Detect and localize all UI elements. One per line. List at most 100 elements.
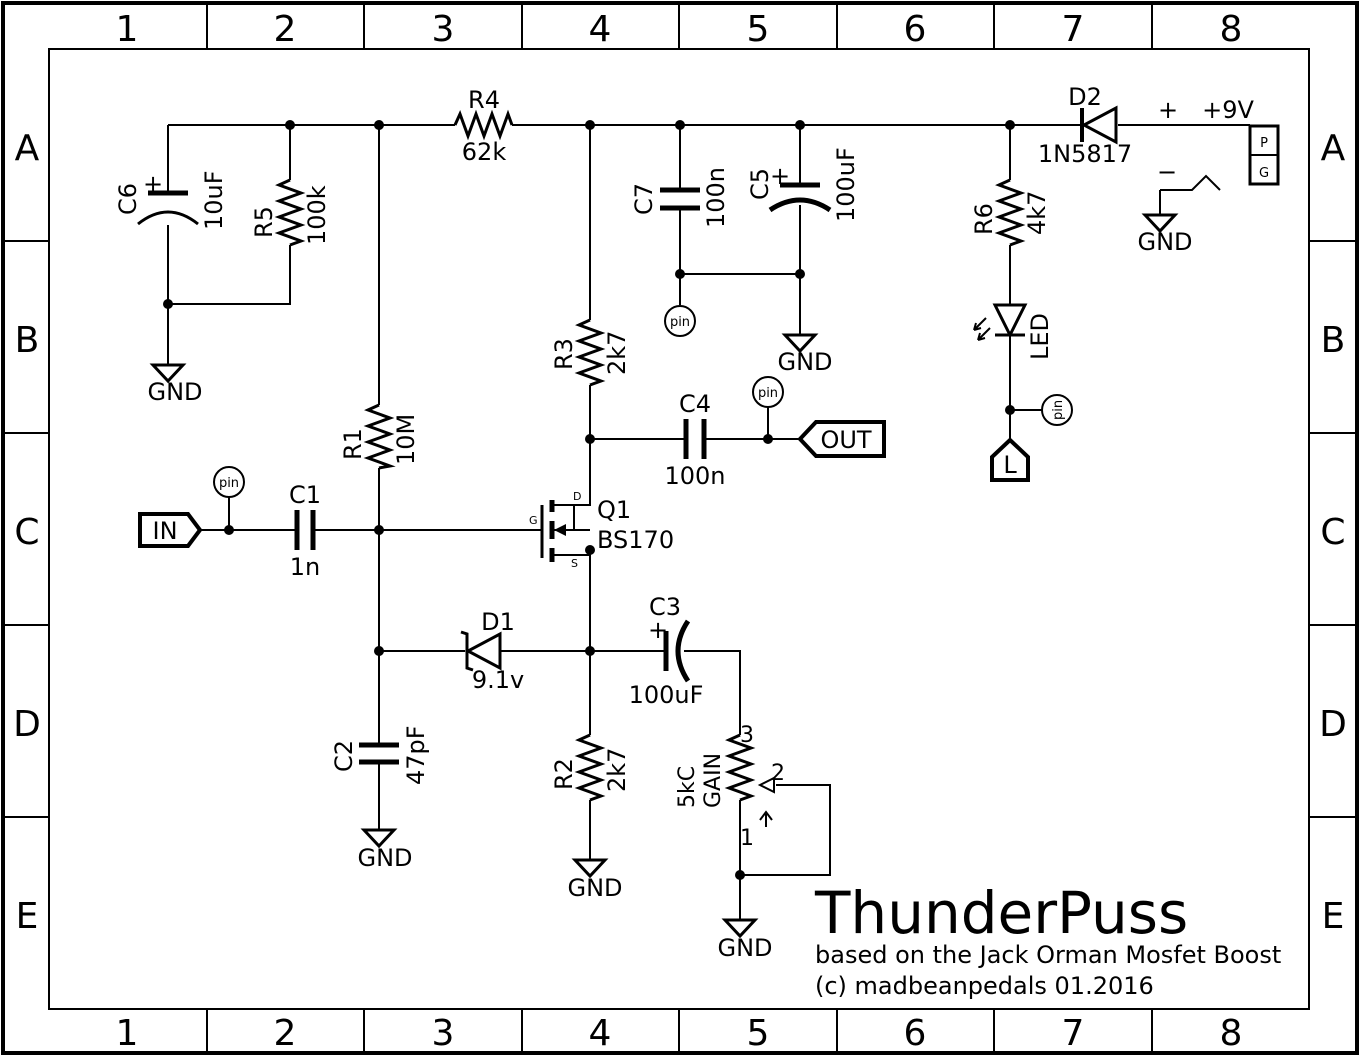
c1-value: 1n bbox=[290, 553, 320, 581]
gnd-label: GND bbox=[777, 348, 832, 376]
c3-polarity: + bbox=[648, 616, 668, 644]
r4-ref: R4 bbox=[468, 86, 500, 114]
c5-value: 100uF bbox=[832, 147, 860, 222]
ground-icon: GND bbox=[777, 333, 833, 376]
c5-ref: C5 bbox=[746, 168, 774, 200]
port-l-label: L bbox=[1003, 451, 1017, 479]
junction-dot bbox=[585, 646, 595, 656]
port-out: OUT bbox=[797, 420, 886, 458]
pot-pin-3: 3 bbox=[740, 723, 754, 748]
d2-ref: D2 bbox=[1068, 83, 1102, 111]
page-credit: (c) madbeanpedals 01.2016 bbox=[815, 972, 1154, 1000]
col-label: 8 bbox=[1220, 9, 1243, 50]
capacitor-c1: C1 1n bbox=[289, 481, 321, 581]
resistor-r6: R6 4k7 bbox=[970, 178, 1051, 247]
junction-dot bbox=[374, 120, 384, 130]
title-block: ThunderPuss based on the Jack Orman Mosf… bbox=[814, 879, 1281, 1000]
col-label: 8 bbox=[1220, 1013, 1243, 1054]
col-label: 2 bbox=[274, 9, 297, 50]
junction-dot bbox=[795, 269, 805, 279]
junction-dot bbox=[374, 525, 384, 535]
ground-icon: GND bbox=[357, 828, 413, 872]
pin-label: pin bbox=[1051, 400, 1066, 420]
pot-pin-2: 2 bbox=[771, 761, 785, 786]
r2-value: 2k7 bbox=[603, 748, 631, 792]
q1-pin-s: S bbox=[571, 557, 578, 570]
row-label: C bbox=[14, 512, 39, 553]
junction-dot bbox=[585, 434, 595, 444]
r1-value: 10M bbox=[392, 414, 420, 465]
d1-value: 9.1v bbox=[472, 666, 524, 694]
c4-ref: C4 bbox=[679, 390, 711, 418]
q1-value: BS170 bbox=[597, 526, 674, 554]
r5-value: 100k bbox=[303, 185, 331, 245]
junction-dot bbox=[735, 870, 745, 880]
col-label: 3 bbox=[432, 1013, 455, 1054]
gnd-label: GND bbox=[147, 378, 202, 406]
led: LED bbox=[973, 303, 1054, 360]
resistor-r1: R1 10M bbox=[339, 403, 420, 470]
row-label: D bbox=[1319, 704, 1347, 745]
zener-diode-d1: D1 9.1v bbox=[460, 608, 524, 694]
capacitor-c7: C7 100n bbox=[630, 167, 730, 228]
pin-label: pin bbox=[670, 315, 690, 330]
port-out-label: OUT bbox=[820, 426, 871, 454]
col-label: 6 bbox=[904, 1013, 927, 1054]
c2-value: 47pF bbox=[402, 725, 430, 785]
wires bbox=[167, 124, 1250, 920]
capacitor-c5: + C5 100uF bbox=[746, 147, 860, 222]
power-voltage-label: +9V bbox=[1202, 96, 1254, 124]
resistor-r2: R2 2k7 bbox=[550, 733, 631, 802]
power-connector: P G + +9V − bbox=[1157, 96, 1280, 186]
power-plus-label: + bbox=[1158, 96, 1178, 124]
resistor-r5: R5 100k bbox=[250, 178, 331, 247]
led-label: LED bbox=[1026, 313, 1054, 360]
col-label: 7 bbox=[1062, 9, 1085, 50]
row-labels-left: A B C D E bbox=[13, 128, 41, 937]
pin-pad: pin bbox=[213, 466, 245, 498]
q1-pin-g: G bbox=[529, 514, 538, 527]
row-label: D bbox=[13, 704, 41, 745]
r3-value: 2k7 bbox=[603, 331, 631, 375]
col-label: 1 bbox=[116, 9, 139, 50]
d2-value: 1N5817 bbox=[1038, 140, 1132, 168]
pin-pad: pin bbox=[664, 305, 696, 337]
gnd-label: GND bbox=[1137, 228, 1192, 256]
junction-dot bbox=[285, 120, 295, 130]
col-label: 4 bbox=[589, 1013, 612, 1054]
power-minus-label: − bbox=[1157, 158, 1177, 186]
ground-icon: GND bbox=[567, 858, 623, 902]
port-l: L bbox=[990, 437, 1030, 482]
row-label: A bbox=[1321, 128, 1346, 169]
q1-ref: Q1 bbox=[597, 496, 631, 524]
junction-dot bbox=[374, 646, 384, 656]
col-label: 1 bbox=[116, 1013, 139, 1054]
row-label: B bbox=[15, 320, 40, 361]
pot-pin-1: 1 bbox=[740, 826, 754, 851]
page-title: ThunderPuss bbox=[814, 879, 1188, 947]
r2-ref: R2 bbox=[550, 758, 578, 790]
c6-value: 10uF bbox=[200, 170, 228, 230]
r6-value: 4k7 bbox=[1023, 191, 1051, 235]
capacitor-c2: C2 47pF bbox=[330, 725, 430, 785]
col-label: 5 bbox=[747, 9, 770, 50]
d1-ref: D1 bbox=[481, 608, 515, 636]
col-label: 2 bbox=[274, 1013, 297, 1054]
resistor-r4: R4 62k bbox=[453, 86, 514, 166]
junction-dot bbox=[224, 525, 234, 535]
pin-label: pin bbox=[219, 476, 239, 491]
junction-dot bbox=[675, 269, 685, 279]
c1-ref: C1 bbox=[289, 481, 321, 509]
potentiometer-gain: 5kC GAIN 3 2 1 bbox=[675, 723, 785, 851]
col-label: 6 bbox=[904, 9, 927, 50]
pin-pads: pin pin pin pin bbox=[213, 305, 1073, 498]
gnd-label: GND bbox=[567, 874, 622, 902]
c6-polarity: + bbox=[143, 170, 163, 198]
c6-ref: C6 bbox=[114, 183, 142, 215]
gnd-label: GND bbox=[717, 934, 772, 962]
pin-pad: pin bbox=[752, 376, 784, 408]
column-labels-top: 1 2 3 4 5 6 7 8 bbox=[116, 9, 1243, 50]
r3-ref: R3 bbox=[550, 338, 578, 370]
